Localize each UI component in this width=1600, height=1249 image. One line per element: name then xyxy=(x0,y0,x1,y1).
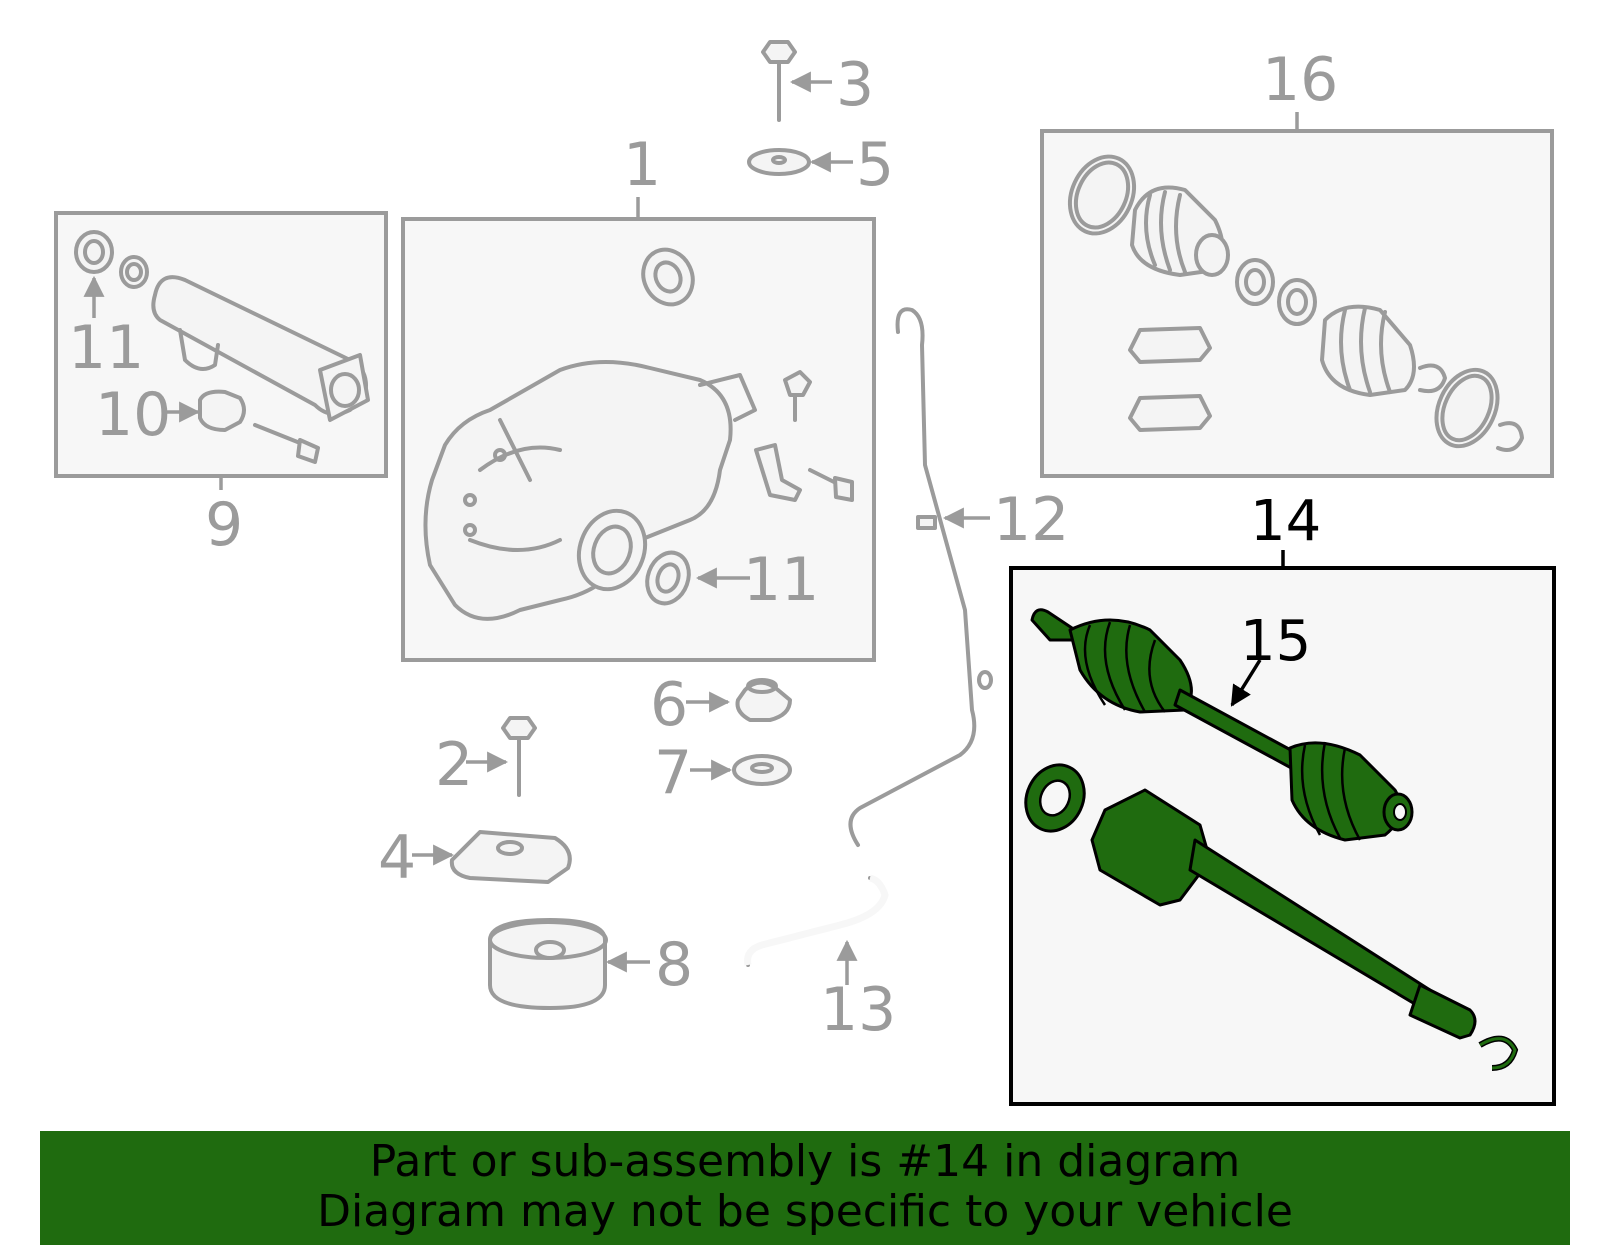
hose-13 xyxy=(744,874,889,985)
callout-2: 2 xyxy=(435,730,473,800)
callout-11-box1: 11 xyxy=(743,545,819,615)
callout-1: 1 xyxy=(623,130,661,200)
insulator-8 xyxy=(488,918,650,1010)
vent-tube-12 xyxy=(848,307,993,847)
callout-11-box9: 11 xyxy=(68,313,144,383)
bolt-2 xyxy=(466,716,537,797)
bracket-4 xyxy=(412,830,572,884)
callout-12: 12 xyxy=(993,485,1069,555)
callout-15: 15 xyxy=(1240,609,1311,674)
callout-5: 5 xyxy=(856,130,894,200)
callout-16: 16 xyxy=(1262,45,1338,115)
group-16-box xyxy=(1040,112,1554,478)
banner-line-2: Diagram may not be specific to your vehi… xyxy=(317,1186,1293,1237)
group-9-box xyxy=(54,211,388,490)
banner-line-1: Part or sub-assembly is #14 in diagram xyxy=(369,1136,1241,1187)
bushing-10 xyxy=(198,389,246,432)
callout-13: 13 xyxy=(820,975,896,1045)
callout-8: 8 xyxy=(655,930,693,1000)
callout-6: 6 xyxy=(650,670,688,740)
callout-7: 7 xyxy=(654,738,692,808)
seal-11-left xyxy=(74,230,114,274)
callout-9: 9 xyxy=(205,490,243,560)
callout-14: 14 xyxy=(1250,489,1321,554)
axle-shaft-lower xyxy=(1090,788,1212,907)
callout-3: 3 xyxy=(836,50,874,120)
info-banner: Part or sub-assembly is #14 in diagram D… xyxy=(40,1131,1570,1245)
mount-6 xyxy=(686,678,792,722)
bolt-3 xyxy=(761,40,832,122)
washer-7 xyxy=(690,754,792,786)
washer-5 xyxy=(747,148,853,176)
group-14-box xyxy=(1009,550,1556,1106)
group-1-box xyxy=(401,197,876,662)
callout-4: 4 xyxy=(378,823,416,893)
callout-10: 10 xyxy=(95,380,171,450)
